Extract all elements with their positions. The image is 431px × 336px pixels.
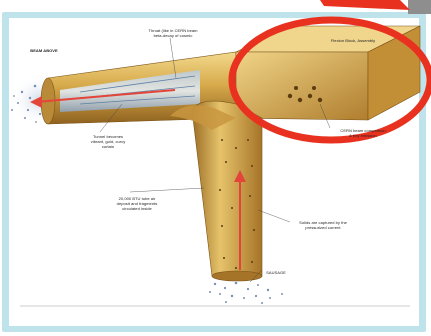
right-block-front	[236, 52, 368, 120]
label-bottom-pile-line1: SAUSAGE	[256, 270, 296, 275]
red-arrow-pointer	[320, 0, 410, 10]
label-pipe-side-line2: pressurized current	[288, 225, 358, 230]
label-pipe-side: Solids are captured by the pressurized c…	[288, 220, 358, 230]
label-vertical-pipe: 20,000 BTU tube air deposit and fragment…	[106, 196, 168, 211]
label-left-end-line1: BEAM ABOVE	[24, 48, 64, 53]
label-top-block: Throat (like in CERN beam beta-decay of …	[143, 28, 203, 38]
label-right-block: Flexion Block, Assembly	[318, 38, 388, 43]
vertical-pipe	[192, 101, 262, 276]
label-right-side: CERN beam comparison & tiny emission	[330, 128, 396, 138]
debris-pile	[209, 282, 283, 304]
label-right-side-line2: & tiny emission	[330, 133, 396, 138]
label-bottom-pile: SAUSAGE	[256, 270, 296, 275]
label-right-block-line1: Flexion Block, Assembly	[318, 38, 388, 43]
label-vertical-pipe-line3: circulated inside	[106, 206, 168, 211]
label-left-end: BEAM ABOVE	[24, 48, 64, 53]
label-inner-tube: Tunnel becomes vibrant, gold, curvy curt…	[80, 134, 136, 149]
label-inner-tube-line3: curtain	[80, 144, 136, 149]
pipe-base-rim	[212, 271, 262, 281]
label-top-block-line2: beta-decay of cosmic	[143, 33, 203, 38]
